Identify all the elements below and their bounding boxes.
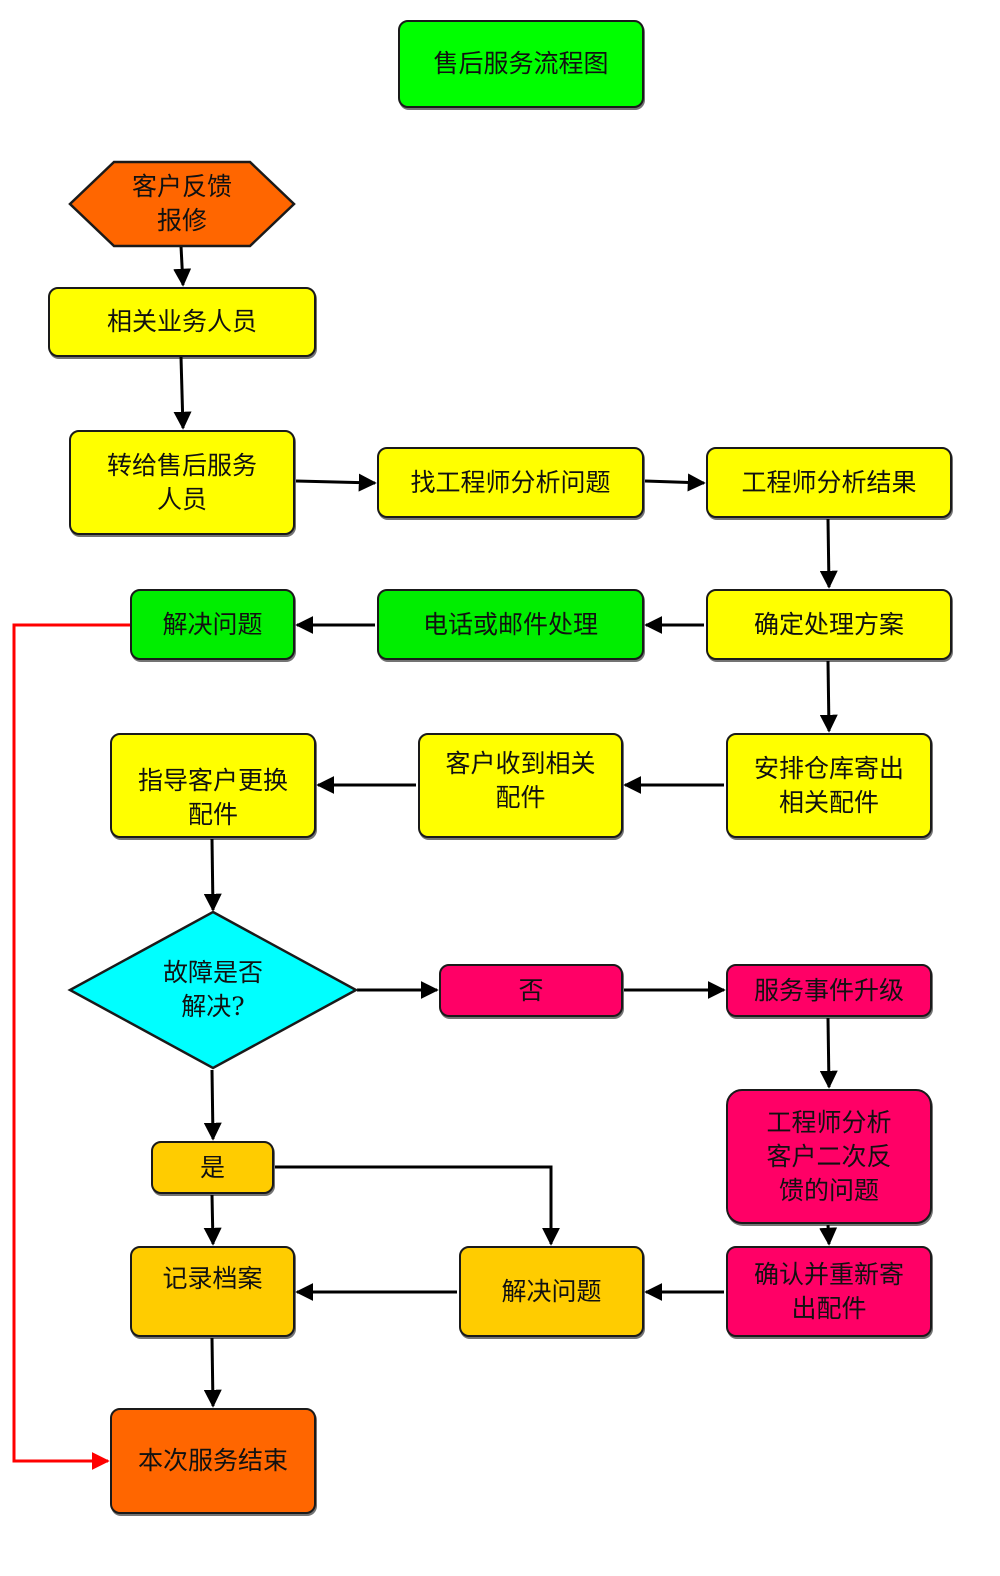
edge-result-to-plan [819, 518, 838, 589]
edge-yes-to-resolve [275, 1165, 560, 1246]
edge-plan-to-warehouse [819, 660, 838, 733]
edge-start-to-business-staff [173, 245, 192, 287]
decision-diamond[interactable] [67, 909, 359, 1071]
edge-record-to-end [203, 1337, 222, 1408]
node-yes[interactable]: 是 [151, 1141, 274, 1194]
node-phone-email[interactable]: 电话或邮件处理 [377, 589, 644, 660]
node-escalate[interactable]: 服务事件升级 [726, 964, 932, 1017]
node-end[interactable]: 本次服务结束 [110, 1408, 316, 1514]
node-engineer-second[interactable]: 工程师分析 客户二次反 馈的问题 [726, 1089, 932, 1224]
node-business-staff[interactable]: 相关业务人员 [48, 287, 316, 357]
node-resolve-gold[interactable]: 解决问题 [459, 1246, 644, 1337]
node-guide-replace[interactable]: 指导客户更换 配件 [110, 733, 316, 838]
node-resolve-green[interactable]: 解决问题 [130, 589, 295, 660]
edge-transfer-to-find-engineer [295, 473, 377, 492]
node-engineer-result[interactable]: 工程师分析结果 [706, 447, 952, 518]
edge-business-staff-to-transfer [173, 356, 192, 430]
flowchart-title: 售后服务流程图 [398, 20, 644, 108]
flowchart-title-text: 售后服务流程图 [433, 49, 609, 78]
start-hexagon[interactable] [66, 159, 298, 249]
edge-resolve-green-to-end [12, 623, 130, 1470]
edge-engineer-second-to-confirm [819, 1224, 838, 1246]
node-record-archive[interactable]: 记录档案 [130, 1246, 295, 1337]
edge-guide-to-decision [203, 838, 222, 912]
decision-label: 故障是否 解决? [162, 958, 263, 1021]
edge-find-engineer-to-result [644, 473, 706, 492]
start-label: 客户反馈 报修 [131, 172, 232, 235]
node-confirm-reship[interactable]: 确认并重新寄 出配件 [726, 1246, 932, 1337]
node-warehouse-ship[interactable]: 安排仓库寄出 相关配件 [726, 733, 932, 838]
node-determine-plan[interactable]: 确定处理方案 [706, 589, 952, 660]
edge-decision-to-yes [203, 1069, 222, 1141]
node-no[interactable]: 否 [439, 964, 623, 1017]
node-transfer-after-sales[interactable]: 转给售后服务 人员 [69, 430, 295, 535]
node-customer-receive[interactable]: 客户收到相关 配件 [418, 733, 623, 838]
edge-yes-to-record [203, 1194, 222, 1246]
node-find-engineer[interactable]: 找工程师分析问题 [377, 447, 644, 518]
edge-escalate-to-engineer-second [819, 1017, 838, 1089]
